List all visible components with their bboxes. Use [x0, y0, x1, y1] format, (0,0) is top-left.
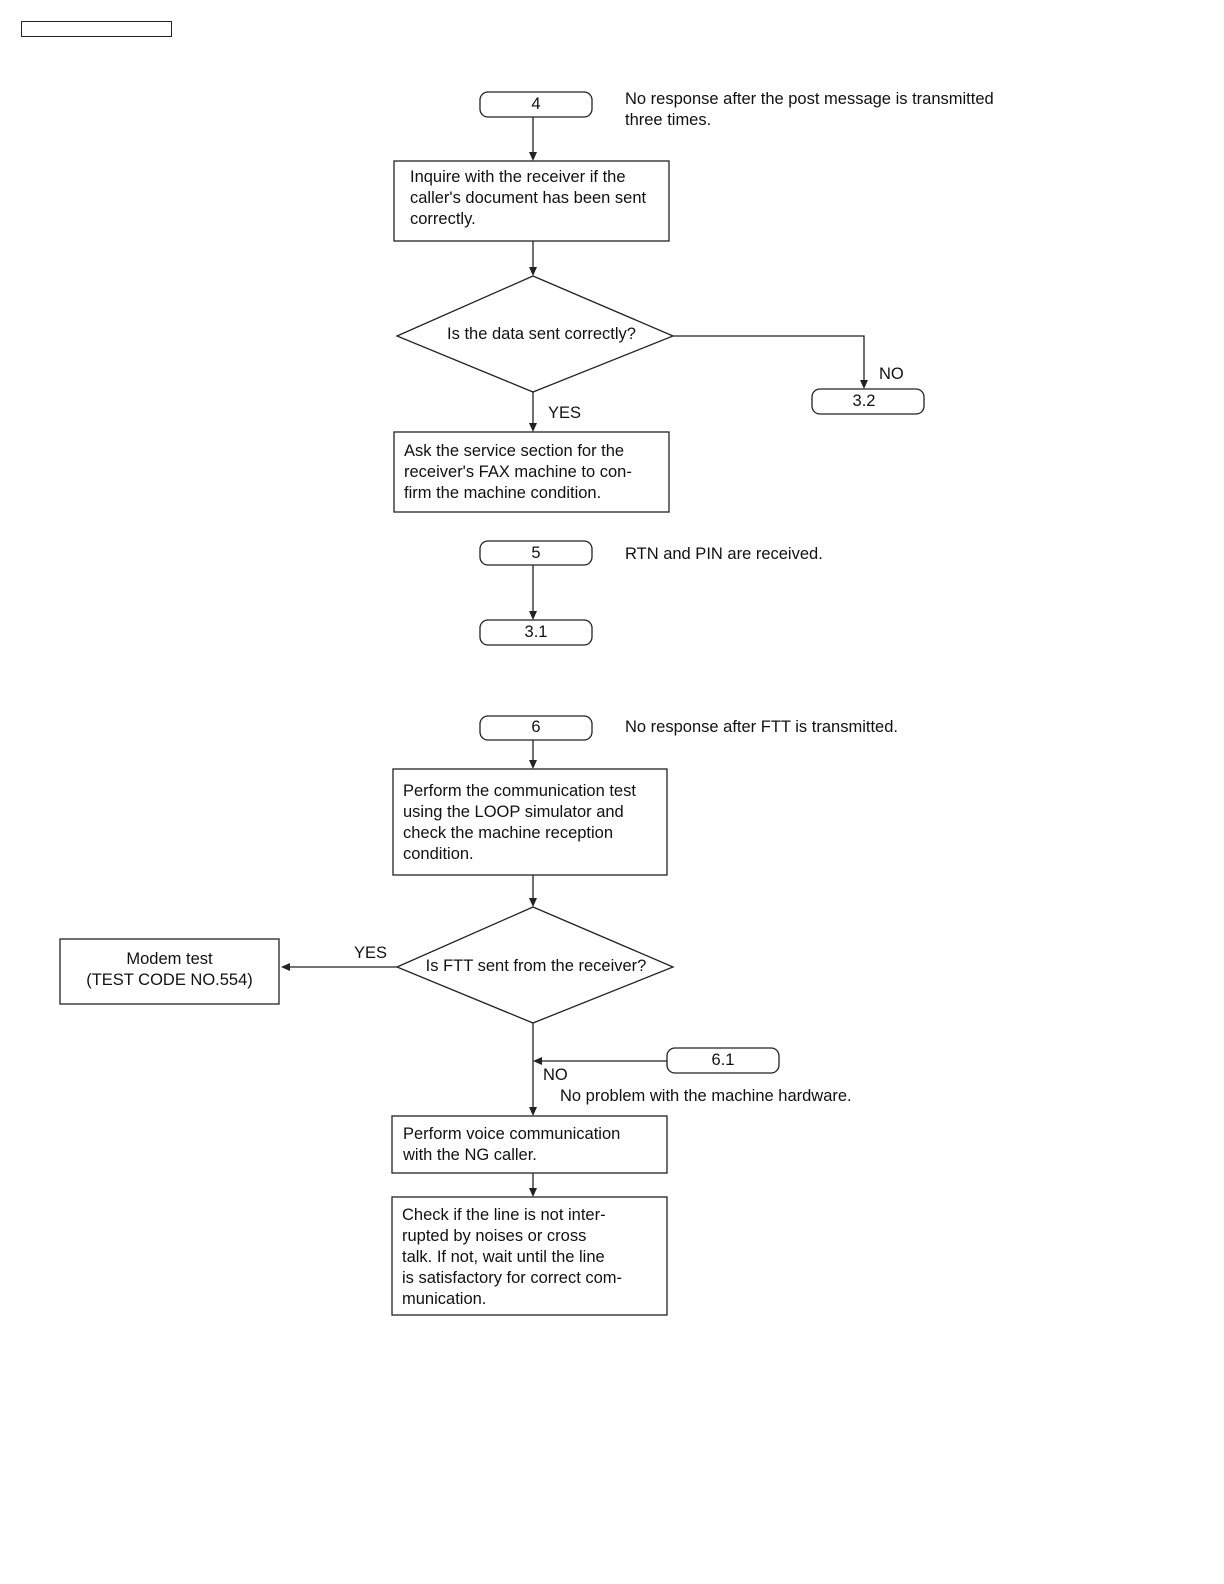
- process-voice-text: Perform voice communication with the NG …: [403, 1125, 621, 1164]
- arrowheads: [281, 152, 868, 1197]
- process-inquire: [393, 160, 670, 242]
- process-ask-service: [393, 431, 670, 513]
- connector-3-2-label: 3.2: [852, 392, 876, 410]
- note-6: No response after FTT is transmitted.: [625, 718, 898, 736]
- process-check-line-text: Check if the line is not inter- rupted b…: [402, 1206, 623, 1308]
- connector-4: [479, 91, 593, 118]
- connector-6-1-label: 6.1: [711, 1051, 735, 1069]
- flow-shapes: [59, 91, 925, 1316]
- connector-3-2: [811, 388, 925, 415]
- decision-data-sent-text: Is the data sent correctly?: [447, 325, 636, 343]
- decision-ftt-sent-text: Is FTT sent from the receiver?: [425, 957, 647, 975]
- flow-lines: [288, 117, 865, 1191]
- line-decision1-no: [673, 335, 865, 383]
- process-modem-test: [59, 938, 280, 1005]
- process-modem-test-text: Modem test (TEST CODE NO.554): [86, 950, 253, 989]
- process-comm-test: [392, 768, 668, 876]
- arrowhead: [860, 380, 868, 389]
- connector-3-1-label: 3.1: [524, 623, 548, 641]
- connector-5-label: 5: [531, 544, 541, 562]
- arrowhead: [529, 152, 537, 161]
- process-voice: [391, 1115, 668, 1174]
- process-ask-service-text: Ask the service section for the receiver…: [404, 442, 632, 502]
- note-4: No response after the post message is tr…: [625, 90, 994, 129]
- arrowhead: [529, 267, 537, 276]
- connector-4-label: 4: [531, 95, 541, 113]
- connector-3-1: [479, 619, 593, 646]
- connector-5: [479, 540, 593, 566]
- branch-label-no-2: NO: [543, 1066, 568, 1084]
- arrowhead: [281, 963, 290, 971]
- arrowhead: [533, 1057, 542, 1065]
- arrowhead: [529, 760, 537, 769]
- connector-6: [479, 715, 593, 741]
- connector-6-label: 6: [531, 718, 541, 736]
- process-comm-test-text: Perform the communication test using the…: [403, 782, 636, 863]
- arrowhead: [529, 1188, 537, 1197]
- process-inquire-text: Inquire with the receiver if the caller'…: [410, 168, 647, 228]
- note-5: RTN and PIN are received.: [625, 545, 823, 563]
- arrowhead: [529, 423, 537, 432]
- arrowhead: [529, 898, 537, 907]
- arrowhead: [529, 611, 537, 620]
- decision-ftt-sent: [395, 906, 675, 1024]
- branch-label-yes-1: YES: [548, 404, 582, 422]
- note-6-1: No problem with the machine hardware.: [560, 1087, 852, 1105]
- header-label-box: [21, 21, 172, 37]
- arrowhead: [529, 1107, 537, 1116]
- connector-6-1: [666, 1047, 780, 1074]
- branch-label-yes-2: YES: [354, 944, 388, 962]
- process-check-line: [391, 1196, 668, 1316]
- branch-label-no-1: NO: [879, 365, 904, 383]
- decision-data-sent: [395, 275, 675, 393]
